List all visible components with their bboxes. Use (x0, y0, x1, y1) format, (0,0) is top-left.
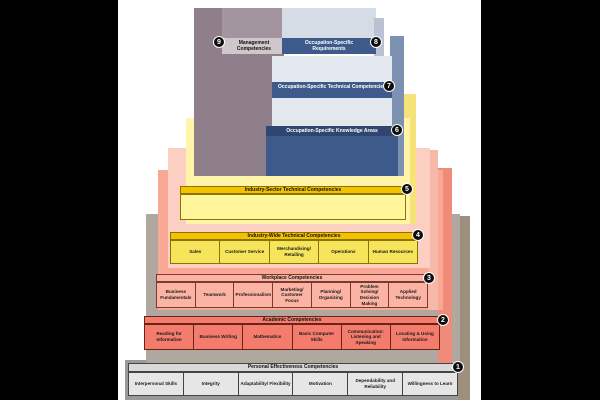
tier4-number-badge: 4 (412, 229, 424, 241)
tier4-item: Human Resources (372, 249, 413, 255)
tier1-item: Adaptability/ Flexibility (239, 373, 294, 395)
tier4-items: Sales Customer Service Merchandising/ Re… (170, 240, 418, 264)
tier8-title: Occupation-Specific Requirements (304, 40, 354, 52)
tier4-item: Sales (171, 241, 221, 263)
tier3-item: Applied Technology (395, 289, 421, 300)
tier2-item: Basic Computer Skills (293, 325, 342, 349)
tier1-side (458, 216, 470, 400)
tier4-item: Merchandising/ Retailing (270, 241, 320, 263)
tier2-item: Mathematics (243, 325, 293, 349)
tier9-top (222, 8, 284, 38)
tier6-number-badge: 6 (391, 124, 403, 136)
tier1-number-badge: 1 (452, 361, 464, 373)
tier7-number-badge: 7 (383, 80, 395, 92)
tier2-item: Reading for Information (145, 325, 195, 349)
tier1-title: Personal Effectiveness Competencies (247, 364, 339, 370)
tier2-number-badge: 2 (437, 314, 449, 326)
tier1-item: Willingness to Learn (407, 381, 453, 387)
tier1-item: Motivation (293, 373, 349, 395)
tier1-item: Integrity (184, 373, 239, 395)
tier2-item: Locating & Using Information (396, 331, 434, 342)
tier3-item: Planning/ Organizing (312, 283, 351, 307)
tier4-title: Industry-Wide Technical Competencies (247, 233, 341, 239)
tier1-items: Interpersonal Skills Integrity Adaptabil… (128, 372, 458, 396)
tier2-title: Academic Competencies (262, 317, 322, 323)
tier2-item: Business Writing (194, 325, 244, 349)
diagram-canvas: Management Competencies Occupation-Speci… (118, 0, 481, 400)
tier5-number-badge: 5 (401, 183, 413, 195)
tier5-body (180, 194, 406, 220)
tier3-item: Marketing/ Customer Focus (273, 283, 312, 307)
tier3-side (428, 150, 438, 310)
tier9-title: Management Competencies (236, 40, 272, 52)
tier2-item: Communication: Listening and Speaking (342, 325, 391, 349)
tier8-label-box (282, 38, 376, 54)
tier4-item: Operations (319, 241, 369, 263)
tier3-item: Professionalism (234, 283, 274, 307)
tier1-item: Interpersonal Skills (129, 373, 184, 395)
tier3-number-badge: 3 (423, 272, 435, 284)
tier3-title: Workplace Competencies (261, 275, 323, 281)
tier1-item: Dependability and Reliability (348, 373, 404, 395)
tier9-label-box (222, 38, 284, 54)
tier3-item: Problem Solving/ Decision Making (351, 283, 390, 307)
tier7-title: Occupation-Specific Technical Competenci… (278, 84, 386, 90)
tier8-number-badge: 8 (370, 36, 382, 48)
tier6-block (266, 130, 398, 176)
tier3-item: Teamwork (196, 283, 235, 307)
tier2-items: Reading for Information Business Writing… (144, 324, 440, 350)
tier6-label-box (266, 126, 398, 136)
tier6-title: Occupation-Specific Knowledge Areas (286, 128, 378, 134)
tier9-number-badge: 9 (213, 36, 225, 48)
tier4-item: Customer Service (220, 241, 270, 263)
tier3-items: Business Fundamentals Teamwork Professio… (156, 282, 428, 308)
tier5-title: Industry-Sector Technical Competencies (244, 187, 342, 193)
tier3-item: Business Fundamentals (157, 283, 196, 307)
tier7-label-box (272, 82, 392, 98)
